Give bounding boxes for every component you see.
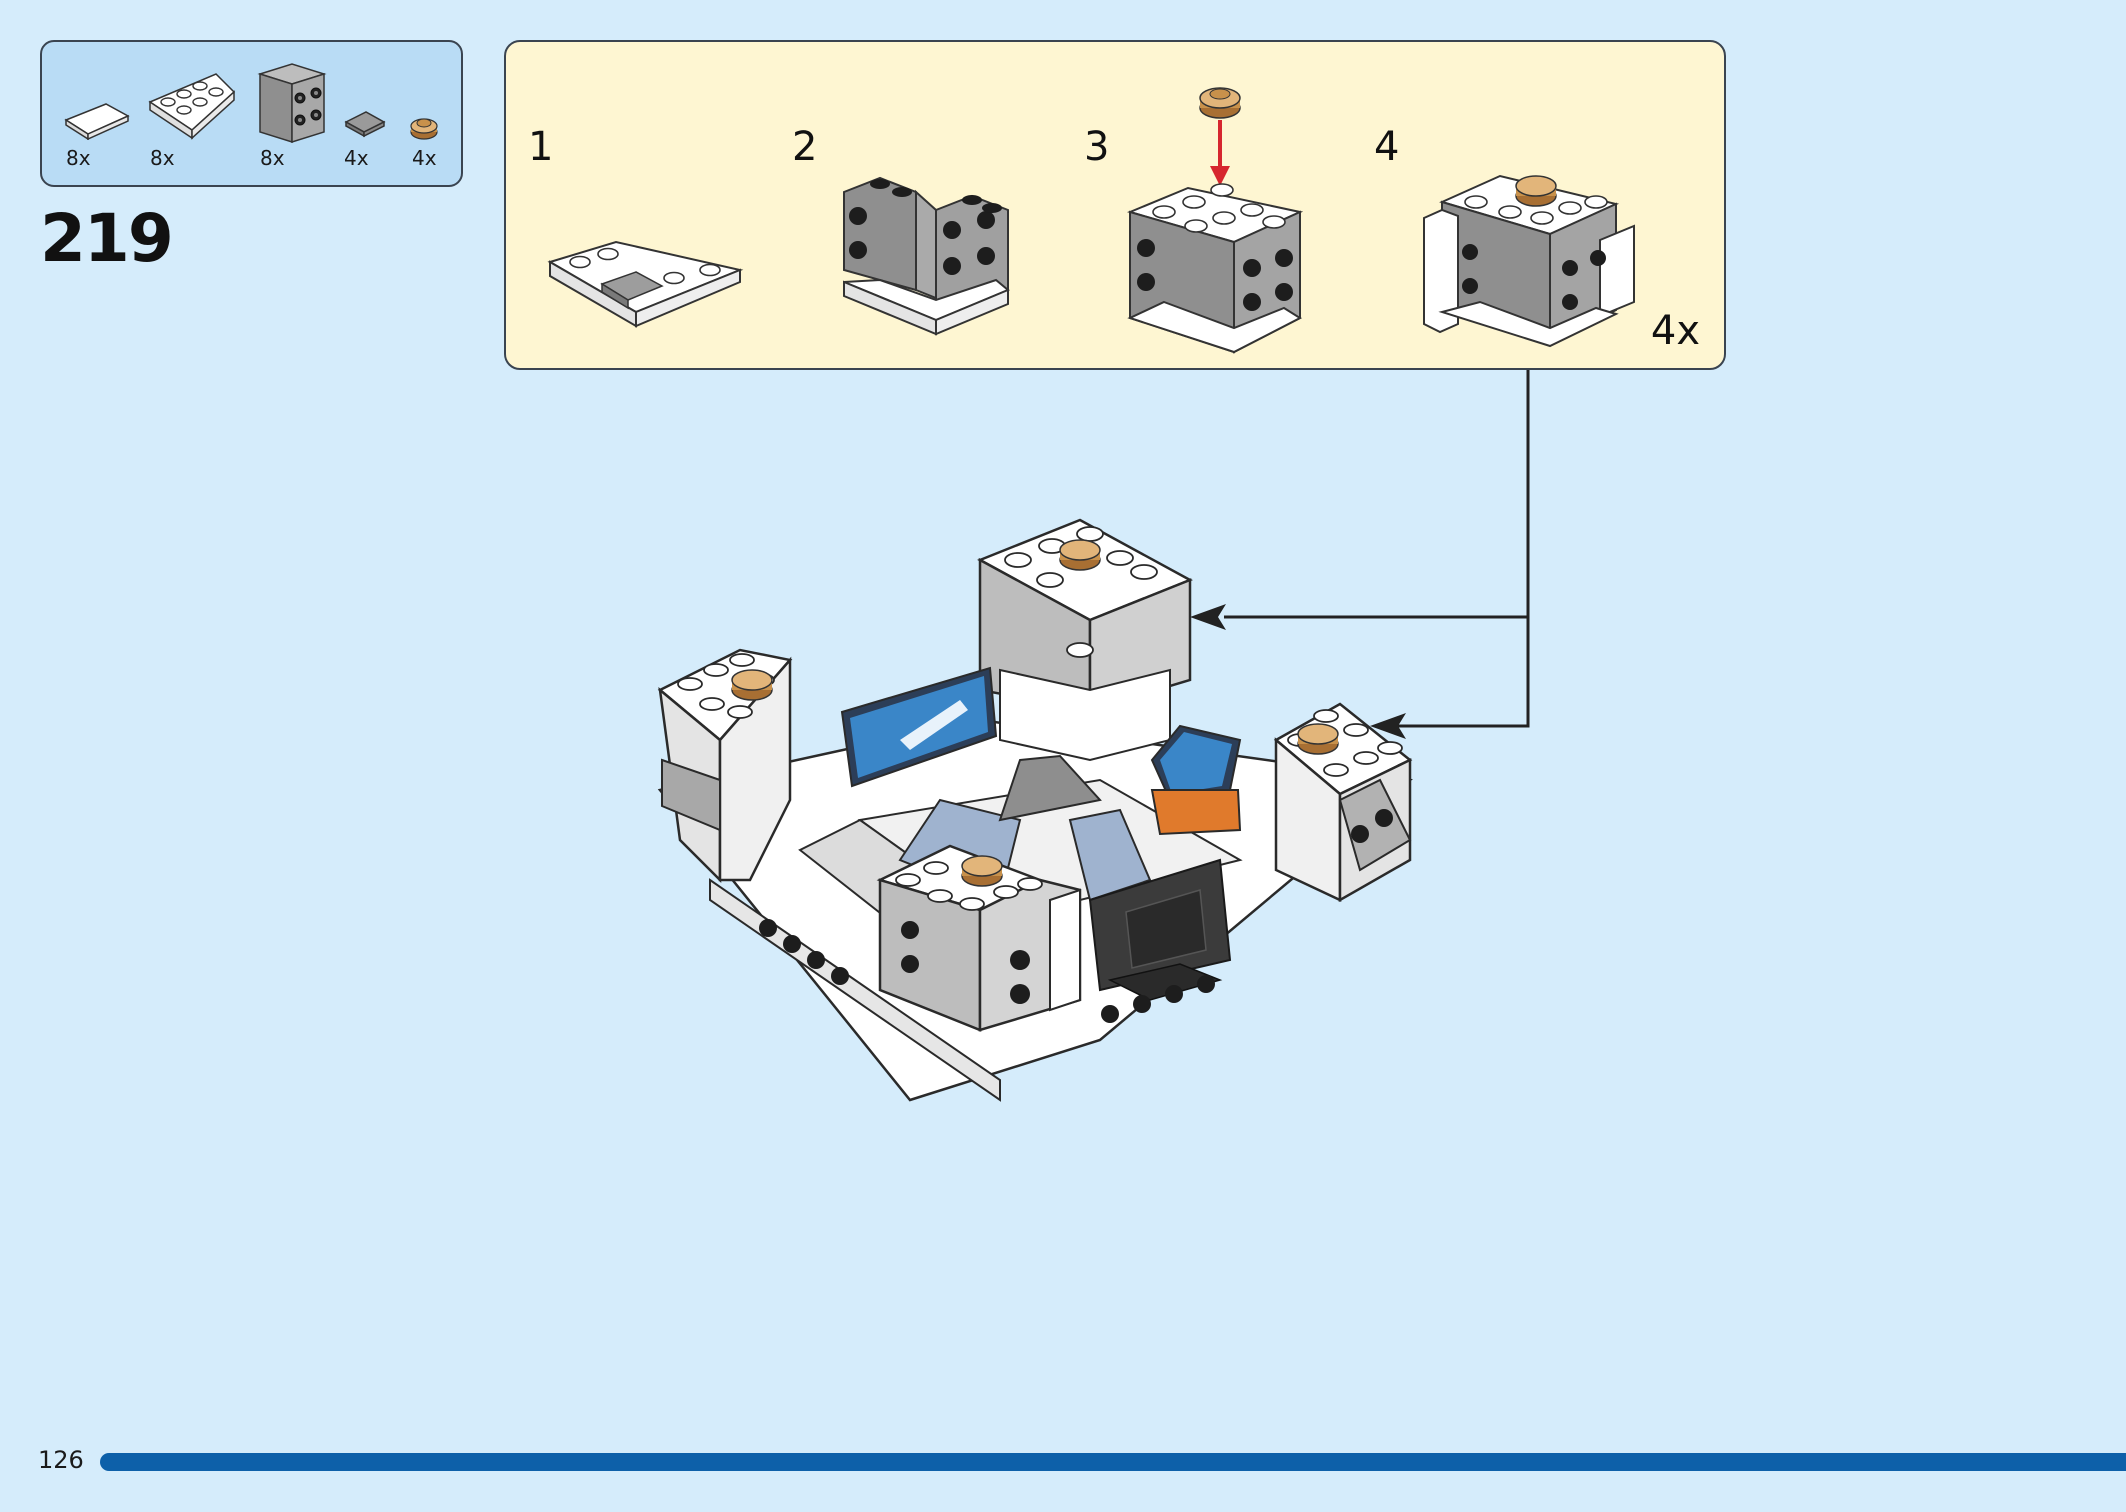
page-number: 126 xyxy=(38,1446,84,1474)
substep-number: 3 xyxy=(1084,124,1110,170)
step-number: 219 xyxy=(40,200,174,277)
substep-2-model xyxy=(843,176,1010,336)
part-qty: 4x xyxy=(344,146,369,170)
gray-brick-icon xyxy=(257,63,327,144)
parts-callout: 8x 8x 8x 4x 4x xyxy=(40,40,463,187)
part-qty: 8x xyxy=(66,146,91,170)
part-qty: 4x xyxy=(412,146,437,170)
substep-number: 1 xyxy=(528,124,554,170)
part-qty: 8x xyxy=(150,146,175,170)
subassembly-multiplier: 4x xyxy=(1650,308,1700,354)
part-qty: 8x xyxy=(260,146,285,170)
substep-number: 2 xyxy=(792,124,818,170)
substep-3-model xyxy=(1126,87,1304,354)
gray-tile-icon xyxy=(344,111,386,138)
wedge-plate-icon xyxy=(148,73,236,140)
substep-4-model xyxy=(1423,174,1635,348)
gold-round-plate-icon xyxy=(410,118,438,140)
substep-1-model xyxy=(547,240,744,328)
subassembly-callout: 1 2 3 4 xyxy=(504,40,1726,370)
white-tile-icon xyxy=(64,103,130,140)
progress-bar xyxy=(100,1453,2126,1471)
substep-number: 4 xyxy=(1374,124,1400,170)
